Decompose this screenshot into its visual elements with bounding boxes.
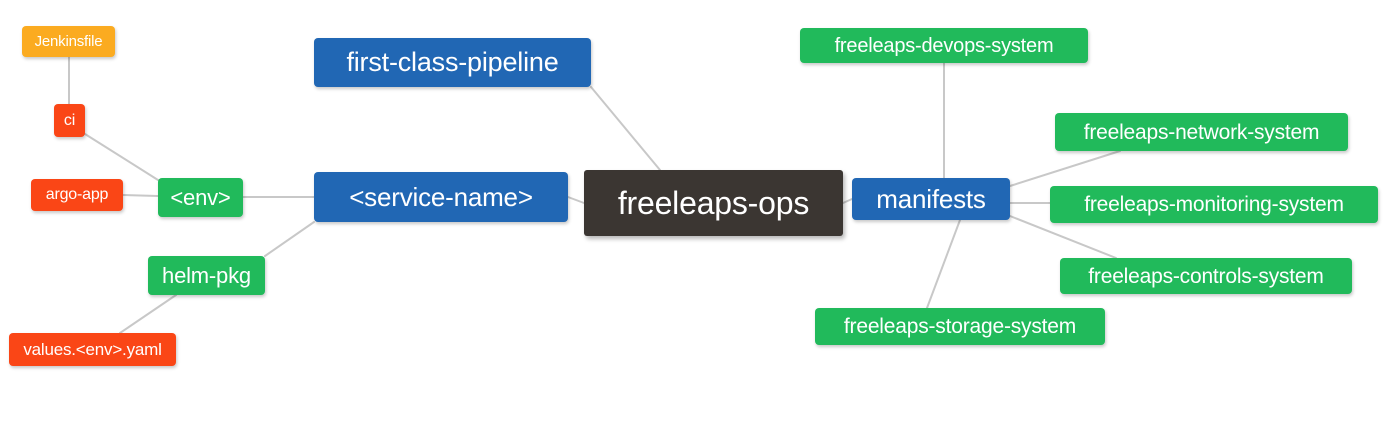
edge-freeleaps-ops-to-first-class-pipeline	[590, 86, 661, 171]
mindmap-node-label: first-class-pipeline	[346, 47, 559, 77]
mindmap-node-label: helm-pkg	[162, 262, 251, 288]
mindmap-node-label: ci	[63, 111, 76, 129]
mindmap-node-freeleaps-controls-system[interactable]: freeleaps-controls-system	[1060, 258, 1352, 294]
edge-service-name-to-helm-pkg	[264, 221, 315, 257]
edge-env-to-argo-app	[122, 194, 159, 197]
mindmap-node-label: argo-app	[45, 186, 109, 203]
mindmap-node-label: freeleaps-controls-system	[1088, 264, 1324, 288]
mindmap-node-helm-pkg[interactable]: helm-pkg	[148, 256, 265, 295]
edge-freeleaps-ops-to-manifests	[842, 198, 853, 204]
edge-manifests-to-freeleaps-storage-system	[926, 219, 961, 309]
mindmap-node-ci[interactable]: ci	[54, 104, 85, 137]
mindmap-node-freeleaps-ops[interactable]: freeleaps-ops	[584, 170, 843, 236]
mindmap-node-freeleaps-storage-system[interactable]: freeleaps-storage-system	[815, 308, 1105, 345]
mindmap-node-jenkinsfile[interactable]: Jenkinsfile	[22, 26, 115, 57]
mindmap-node-env[interactable]: <env>	[158, 178, 243, 217]
mindmap-node-freeleaps-network-system[interactable]: freeleaps-network-system	[1055, 113, 1348, 151]
mindmap-node-label: Jenkinsfile	[34, 33, 103, 50]
mindmap-node-label: freeleaps-monitoring-system	[1084, 193, 1344, 216]
edge-helm-pkg-to-values-env-yaml	[119, 294, 177, 334]
mindmap-node-argo-app[interactable]: argo-app	[31, 179, 123, 211]
mindmap-node-label: manifests	[876, 184, 986, 214]
mindmap-node-values-env-yaml[interactable]: values.<env>.yaml	[9, 333, 176, 366]
edge-manifests-to-freeleaps-network-system	[1009, 150, 1121, 187]
mindmap-node-first-class-pipeline[interactable]: first-class-pipeline	[314, 38, 591, 87]
edge-env-to-ci	[84, 133, 159, 181]
mindmap-node-label: freeleaps-ops	[617, 185, 810, 221]
mindmap-node-label: freeleaps-devops-system	[834, 34, 1054, 57]
mindmap-node-label: <service-name>	[349, 182, 533, 212]
mindmap-node-freeleaps-devops-system[interactable]: freeleaps-devops-system	[800, 28, 1088, 63]
mindmap-node-label: freeleaps-network-system	[1083, 120, 1320, 144]
mindmap-node-freeleaps-monitoring-system[interactable]: freeleaps-monitoring-system	[1050, 186, 1378, 223]
mindmap-node-label: values.<env>.yaml	[23, 340, 162, 359]
mindmap-node-service-name[interactable]: <service-name>	[314, 172, 568, 222]
mindmap-node-manifests[interactable]: manifests	[852, 178, 1010, 220]
edge-freeleaps-ops-to-service-name	[567, 196, 585, 204]
mindmap-node-label: freeleaps-storage-system	[843, 315, 1077, 338]
mindmap-node-label: <env>	[170, 184, 231, 210]
